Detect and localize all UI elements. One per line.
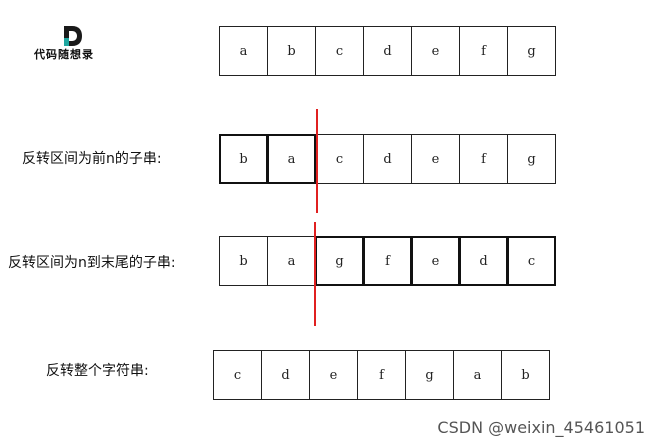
cell: c	[213, 350, 262, 400]
row-2-label: 反转区间为前n的子串:	[22, 151, 162, 167]
cell: c	[315, 134, 364, 184]
row-4-cells: c d e f g a b	[213, 350, 550, 400]
cell: f	[459, 134, 508, 184]
cell: a	[453, 350, 502, 400]
cell: f	[363, 236, 412, 286]
logo-d-icon	[64, 26, 82, 46]
cell: c	[315, 26, 364, 76]
watermark: CSDN @weixin_45461051	[437, 418, 645, 437]
cell: g	[315, 236, 364, 286]
split-line	[314, 222, 316, 326]
cell: a	[267, 134, 316, 184]
cell: e	[411, 236, 460, 286]
cell: e	[309, 350, 358, 400]
logo-text: 代码随想录	[34, 48, 94, 61]
row-3-cells: b a g f e d c	[219, 236, 556, 286]
cell: g	[405, 350, 454, 400]
cell: e	[411, 134, 460, 184]
cell: f	[357, 350, 406, 400]
cell: g	[507, 134, 556, 184]
cell: b	[219, 236, 268, 286]
cell: b	[219, 134, 268, 184]
row-1-cells: a b c d e f g	[219, 26, 556, 76]
cell: c	[507, 236, 556, 286]
row-4-label: 反转整个字符串:	[46, 363, 149, 379]
row-3-label: 反转区间为n到末尾的子串:	[8, 255, 176, 271]
cell: a	[219, 26, 268, 76]
cell: e	[411, 26, 460, 76]
row-2-cells: b a c d e f g	[219, 134, 556, 184]
cell: b	[267, 26, 316, 76]
cell: g	[507, 26, 556, 76]
cell: d	[363, 26, 412, 76]
cell: d	[459, 236, 508, 286]
logo: 代码随想录	[34, 24, 124, 66]
cell: b	[501, 350, 550, 400]
cell: d	[363, 134, 412, 184]
split-line	[316, 109, 318, 213]
cell: f	[459, 26, 508, 76]
cell: a	[267, 236, 316, 286]
cell: d	[261, 350, 310, 400]
